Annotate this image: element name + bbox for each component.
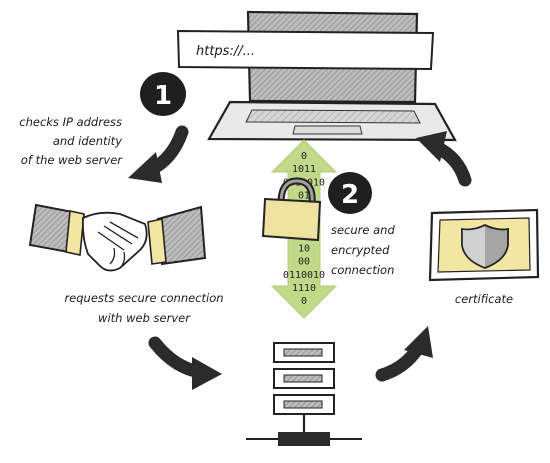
arrow-laptop-to-handshake xyxy=(128,125,189,183)
step-2-label-line-3: connection xyxy=(331,263,394,277)
step-1-label-line-1: checks IP address xyxy=(19,115,122,129)
url-text: https://... xyxy=(196,44,255,59)
step-1-label-line-2: and identity xyxy=(53,134,122,148)
server-icon xyxy=(246,342,362,446)
step-1-badge: 1 xyxy=(140,72,186,116)
arrow-server-to-certificate xyxy=(375,326,433,382)
padlock-icon xyxy=(261,177,322,242)
binary-line: 0110010 xyxy=(283,270,325,281)
step-2-label-line-1: secure and xyxy=(331,223,395,237)
step-2-label-line-2: encrypted xyxy=(331,243,390,257)
certificate-icon xyxy=(428,208,540,282)
binary-line: 10 xyxy=(298,243,310,254)
arrow-handshake-to-server xyxy=(148,336,222,390)
handshake-label-line-2: with web server xyxy=(98,311,191,325)
arrow-certificate-to-laptop xyxy=(416,131,472,187)
binary-line: 0 xyxy=(301,296,307,307)
certificate-label: certificate xyxy=(455,292,513,306)
step-2-badge: 2 xyxy=(328,172,372,214)
handshake-icon xyxy=(28,203,207,272)
binary-line: 01 xyxy=(298,191,310,202)
binary-line: 00 xyxy=(298,257,310,268)
binary-line: 1110 xyxy=(292,283,316,294)
binary-line: 0 xyxy=(301,151,307,162)
browser-address-bar: https://... xyxy=(176,29,435,71)
step-1-label-line-3: of the web server xyxy=(21,153,123,167)
binary-line: 1011 xyxy=(292,164,316,175)
step-2-number: 2 xyxy=(341,180,359,210)
shield-icon xyxy=(461,224,509,269)
handshake-label-line-1: requests secure connection xyxy=(64,291,223,305)
step-1-number: 1 xyxy=(154,81,172,111)
